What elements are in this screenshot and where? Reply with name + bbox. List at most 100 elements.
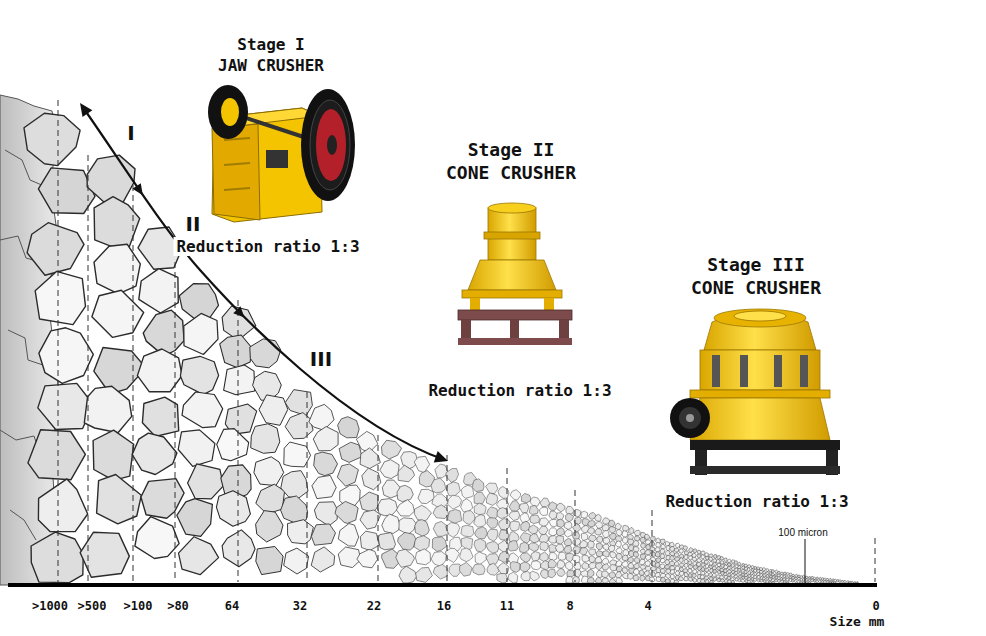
rock bbox=[416, 567, 433, 582]
size-label: 16 bbox=[437, 599, 451, 613]
size-gridline bbox=[507, 468, 508, 582]
size-gridline bbox=[307, 392, 308, 582]
size-gridlines bbox=[58, 100, 875, 582]
rock bbox=[461, 525, 474, 537]
rock bbox=[640, 559, 646, 565]
stage-number: III bbox=[310, 347, 332, 371]
rock bbox=[622, 568, 627, 574]
rock bbox=[581, 533, 588, 540]
rock bbox=[679, 558, 683, 563]
rock bbox=[377, 499, 397, 516]
rock bbox=[665, 551, 670, 556]
rock bbox=[805, 576, 808, 579]
curve-arrowhead bbox=[434, 451, 450, 467]
rock bbox=[589, 556, 595, 563]
rock bbox=[415, 549, 430, 565]
scale-note: 100 micron bbox=[778, 527, 827, 539]
rock bbox=[573, 576, 580, 583]
rock bbox=[762, 568, 765, 571]
label-slot: 11 bbox=[500, 596, 514, 614]
rock bbox=[595, 514, 602, 521]
rock bbox=[610, 552, 617, 558]
rock bbox=[609, 572, 616, 578]
rock bbox=[757, 579, 760, 582]
rock bbox=[688, 577, 692, 582]
rock bbox=[510, 562, 520, 573]
rock bbox=[757, 573, 760, 576]
rock bbox=[728, 570, 732, 573]
rock-crack bbox=[10, 510, 36, 540]
rock bbox=[487, 518, 498, 529]
rock bbox=[819, 577, 822, 580]
crusher-flange bbox=[690, 390, 830, 398]
rock bbox=[738, 569, 742, 572]
rock bbox=[806, 582, 809, 584]
base-frame bbox=[690, 466, 840, 474]
rock bbox=[720, 556, 724, 560]
rock bbox=[697, 566, 701, 570]
rock bbox=[474, 492, 486, 504]
rock bbox=[509, 501, 519, 512]
rock bbox=[734, 575, 738, 578]
rock bbox=[771, 573, 774, 576]
rock bbox=[679, 549, 684, 553]
rock bbox=[520, 562, 530, 572]
rock bbox=[794, 580, 797, 583]
rock bbox=[360, 531, 379, 550]
rock bbox=[314, 502, 337, 526]
rock bbox=[622, 537, 628, 543]
rock bbox=[757, 570, 760, 573]
rock bbox=[414, 536, 430, 552]
rock bbox=[701, 571, 705, 575]
rock bbox=[772, 576, 775, 579]
crusher-foot bbox=[470, 298, 480, 310]
size-gridline bbox=[133, 185, 134, 582]
rock bbox=[446, 482, 460, 496]
rock bbox=[510, 490, 521, 500]
rock bbox=[705, 580, 709, 583]
rock bbox=[460, 562, 473, 576]
rock bbox=[792, 576, 795, 579]
crusher-body bbox=[700, 350, 820, 390]
rock bbox=[595, 522, 602, 529]
size-label: >1000 bbox=[32, 599, 68, 613]
rock bbox=[184, 313, 218, 354]
rock bbox=[675, 566, 679, 571]
stage-number: II bbox=[186, 212, 201, 236]
rock bbox=[475, 527, 488, 539]
rock bbox=[414, 505, 431, 521]
rock bbox=[603, 537, 610, 544]
rock bbox=[337, 464, 358, 486]
rock bbox=[474, 539, 486, 552]
rock bbox=[540, 518, 549, 527]
rock bbox=[763, 571, 766, 574]
size-gridline bbox=[175, 262, 176, 582]
rock bbox=[633, 540, 639, 546]
rock bbox=[382, 440, 402, 459]
size-label: 64 bbox=[225, 599, 239, 613]
flywheel-disc bbox=[316, 109, 346, 181]
rock bbox=[713, 562, 717, 566]
rock bbox=[778, 571, 781, 574]
rock bbox=[717, 578, 721, 582]
curve-arrowhead bbox=[75, 100, 92, 118]
rock bbox=[582, 563, 589, 570]
rock bbox=[829, 579, 832, 582]
rock bbox=[616, 529, 622, 536]
drive-pulley bbox=[670, 398, 710, 438]
rock bbox=[760, 579, 763, 582]
rock bbox=[786, 581, 789, 583]
rock bbox=[609, 579, 616, 584]
stage-heading: Stage II bbox=[468, 139, 555, 161]
rock bbox=[717, 563, 721, 567]
rock bbox=[557, 519, 565, 527]
rock bbox=[675, 571, 680, 576]
rock bbox=[530, 515, 540, 524]
flywheel-hub bbox=[221, 98, 239, 126]
rock bbox=[634, 563, 639, 568]
rock bbox=[697, 554, 701, 558]
rock bbox=[35, 271, 85, 324]
rock bbox=[800, 581, 803, 583]
rock bbox=[31, 532, 83, 582]
